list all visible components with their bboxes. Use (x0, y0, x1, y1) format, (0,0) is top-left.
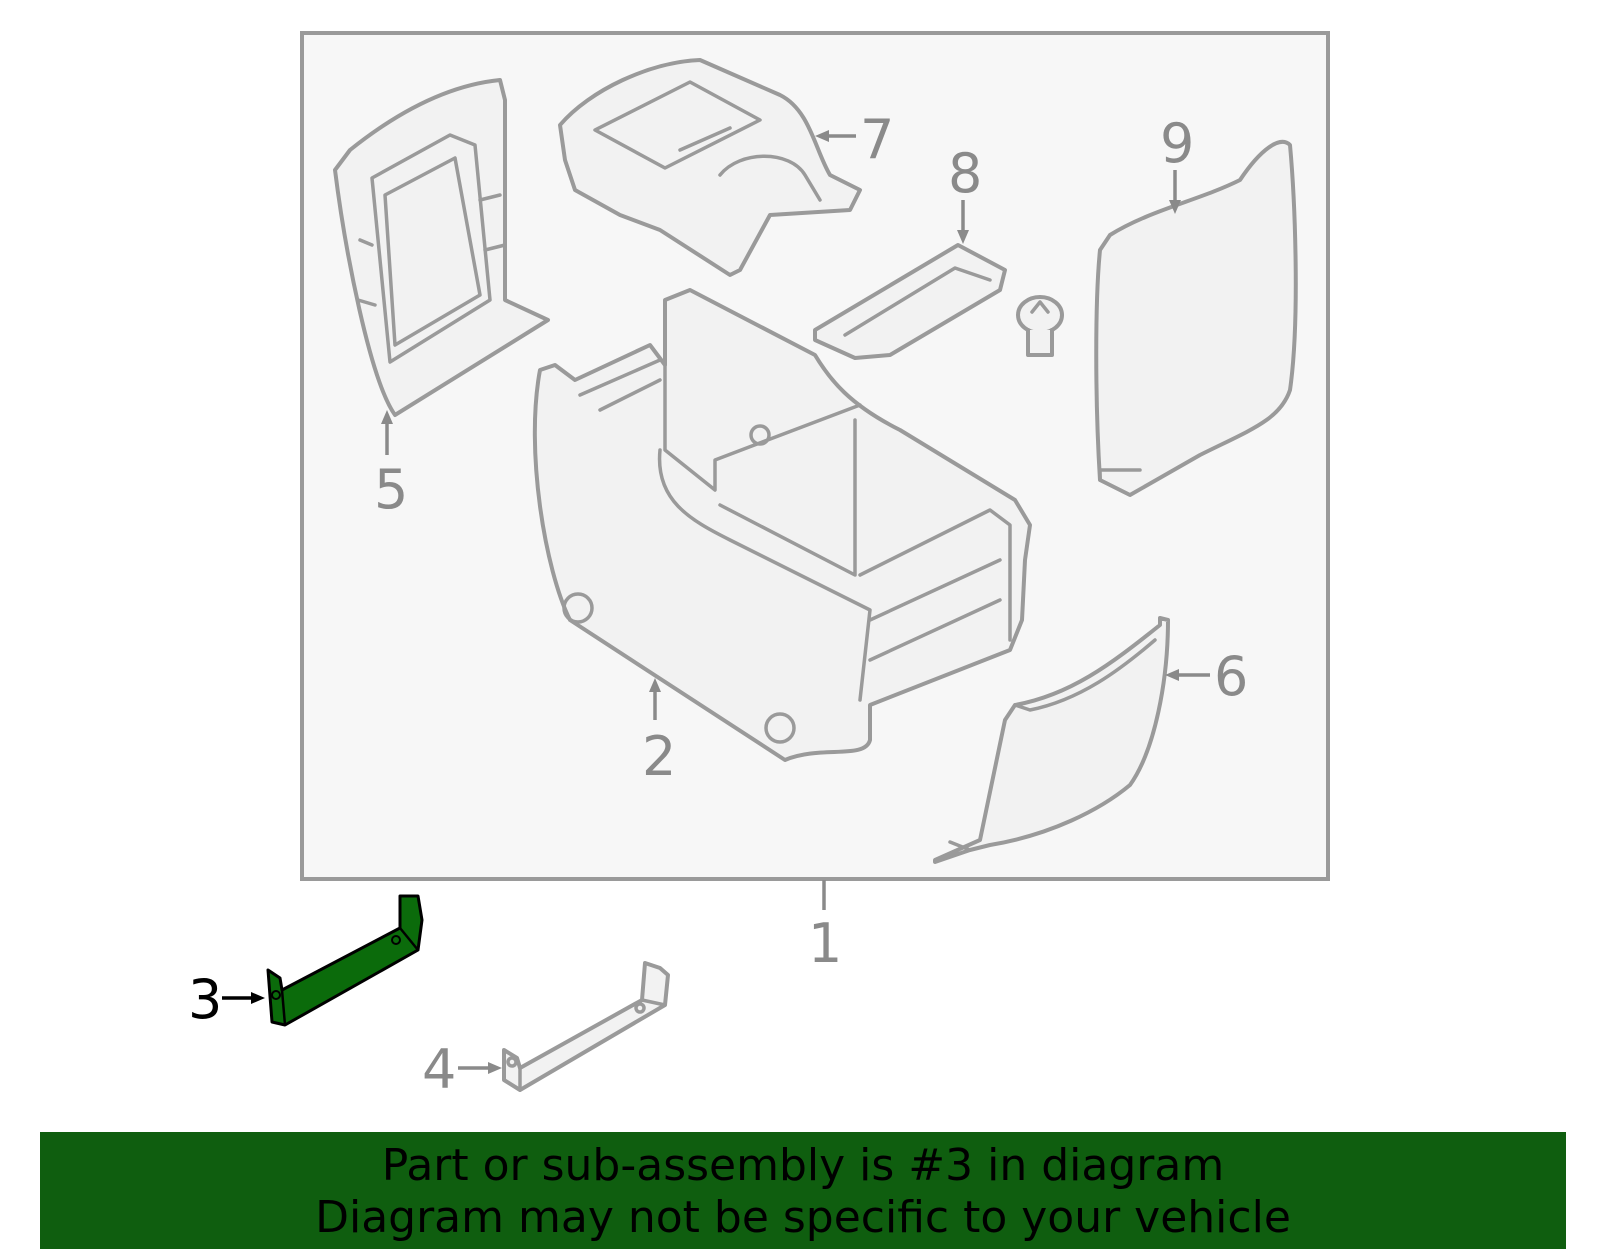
banner-line-2: Diagram may not be specific to your vehi… (315, 1192, 1291, 1243)
callout-9: 9 (1160, 112, 1194, 175)
part-4-bracket[interactable] (502, 961, 670, 1092)
part-6-side-panel[interactable] (933, 616, 1170, 864)
callout-1: 1 (808, 912, 842, 975)
callout-3: 3 (188, 968, 222, 1031)
part-7-tray[interactable] (558, 58, 862, 277)
callout-6: 6 (1214, 645, 1248, 708)
info-banner: Part or sub-assembly is #3 in diagram Di… (40, 1132, 1566, 1249)
callout-5: 5 (374, 458, 408, 521)
leader-lines (222, 130, 1210, 1074)
callout-8: 8 (948, 142, 982, 205)
part-2-console-body[interactable] (532, 288, 1032, 762)
callout-4: 4 (422, 1038, 456, 1101)
callout-2: 2 (642, 725, 676, 788)
part-9-armrest[interactable] (1094, 139, 1298, 497)
clip-fastener[interactable] (1016, 295, 1064, 357)
callout-7: 7 (860, 108, 894, 171)
banner-line-1: Part or sub-assembly is #3 in diagram (381, 1140, 1225, 1191)
part-8-lid[interactable] (813, 243, 1007, 360)
part-5-bezel[interactable] (333, 78, 550, 417)
part-3-bracket[interactable] (266, 894, 424, 1027)
